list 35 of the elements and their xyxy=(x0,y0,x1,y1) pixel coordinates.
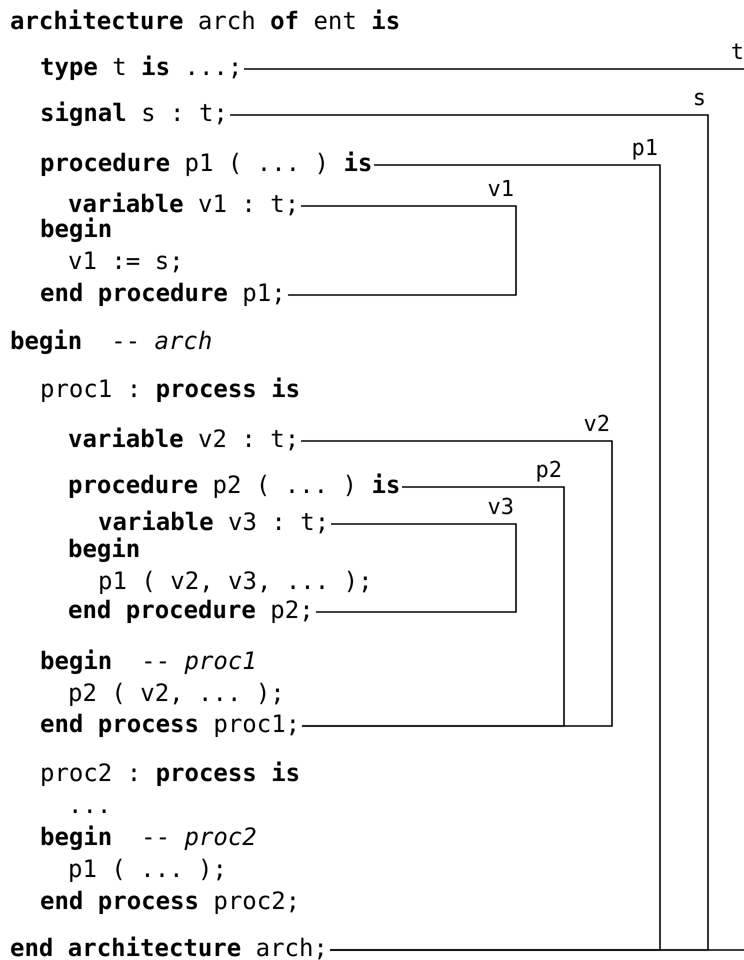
code-line: variable v2 : t; xyxy=(68,424,300,454)
edge-label: v2 xyxy=(584,413,610,437)
code-line: v1 := s; xyxy=(68,246,184,276)
code-line: begin -- proc2 xyxy=(40,822,257,852)
scope-line xyxy=(302,486,565,727)
scope-line xyxy=(301,440,613,727)
code-line: p1 ( v2, v3, ... ); xyxy=(98,566,373,596)
scope-line xyxy=(316,523,517,613)
scope-line xyxy=(330,164,661,951)
code-line: ... xyxy=(68,790,112,820)
code-line: p1 ( ... ); xyxy=(68,854,227,884)
scope-line xyxy=(288,205,517,296)
code-line: procedure p1 ( ... ) is xyxy=(40,148,372,178)
edge-label: v1 xyxy=(488,178,514,202)
edge-label: p1 xyxy=(632,137,658,161)
code-line: end procedure p1; xyxy=(40,278,286,308)
code-line: proc2 : process is xyxy=(40,758,300,788)
code-line: end procedure p2; xyxy=(68,595,314,625)
edge-label: p2 xyxy=(536,459,562,483)
edge-label: t xyxy=(730,41,744,65)
code-line: end process proc2; xyxy=(40,886,300,916)
code-line: type t is ...; xyxy=(40,52,242,82)
code-line: variable v3 : t; xyxy=(98,507,330,537)
code-line: p2 ( v2, ... ); xyxy=(68,678,285,708)
code-line: begin xyxy=(68,534,140,564)
code-line: begin -- arch xyxy=(10,326,212,356)
code-line: end architecture arch; xyxy=(10,933,328,960)
code-line: signal s : t; xyxy=(40,98,228,128)
edge-label: s xyxy=(692,87,706,111)
code-line: architecture arch of ent is xyxy=(10,6,400,36)
code-line: procedure p2 ( ... ) is xyxy=(68,470,400,500)
code-line: proc1 : process is xyxy=(40,374,300,404)
code-line: begin -- proc1 xyxy=(40,646,257,676)
code-line: end process proc1; xyxy=(40,709,300,739)
edge-label: v3 xyxy=(488,496,514,520)
